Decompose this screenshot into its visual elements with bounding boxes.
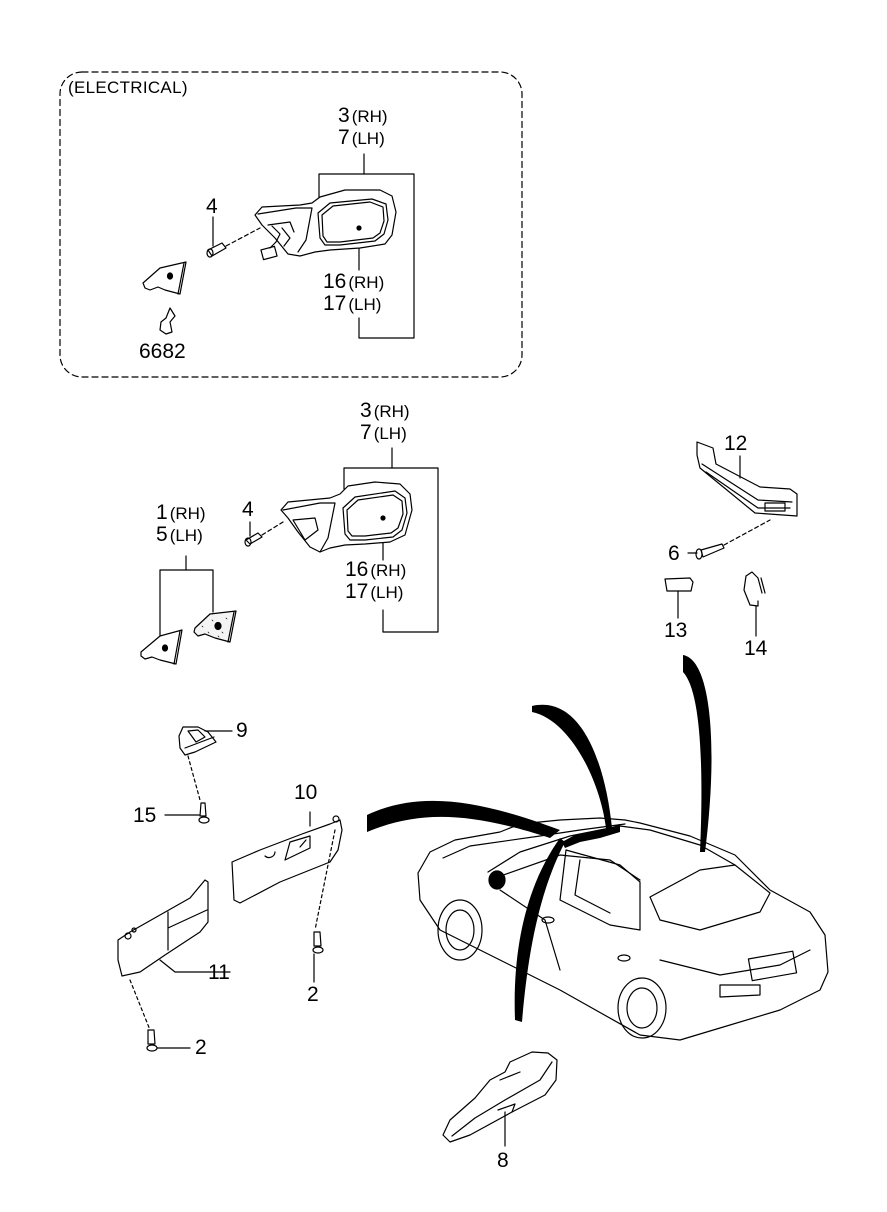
manual-mirror-screw[interactable]	[244, 521, 284, 547]
pointer-visor	[367, 800, 560, 838]
mirror-cover-lh[interactable]	[193, 610, 237, 643]
callout-holder-screw[interactable]: 15	[133, 804, 157, 827]
electrical-section-title: (ELECTRICAL)	[68, 78, 188, 97]
inside-rear-view-mirror[interactable]	[442, 1051, 558, 1147]
callout-side: (LH)	[169, 526, 203, 545]
visor-holder[interactable]	[178, 726, 233, 801]
electrical-section-frame	[59, 71, 523, 378]
callout-number: 7	[338, 126, 350, 149]
callout-number: 17	[345, 580, 369, 603]
location-pointers	[367, 655, 712, 1022]
callout-glass-lh[interactable]: 17(LH)	[345, 581, 403, 604]
callout-number: 5	[156, 523, 168, 546]
handle-screw[interactable]	[687, 519, 771, 560]
callout-number: 16	[345, 558, 369, 581]
pointer-handle	[683, 655, 712, 852]
callout-glass-lh[interactable]: 17(LH)	[323, 293, 381, 316]
callout-visor-screw-lh[interactable]: 2	[195, 1036, 207, 1059]
callout-handle-hook[interactable]: 14	[744, 637, 768, 660]
callout-visor-rh[interactable]: 10	[294, 781, 318, 804]
callout-number: 17	[323, 292, 347, 315]
electrical-mirror-cover[interactable]	[142, 261, 187, 295]
sun-visor-rh[interactable]	[231, 811, 343, 931]
electrical-mirror-screw[interactable]	[206, 216, 261, 258]
callout-mirror-rh[interactable]: 3(RH)	[360, 400, 410, 423]
callout-cover-rh[interactable]: 1(RH)	[156, 502, 206, 525]
callout-side: (RH)	[348, 273, 385, 292]
visor-screw-lh[interactable]	[146, 1029, 191, 1052]
callout-glass-rh[interactable]: 16(RH)	[323, 271, 384, 294]
electric-outside-mirror[interactable]	[254, 189, 397, 261]
callout-mirror-rh[interactable]: 3(RH)	[338, 105, 388, 128]
callout-handle-screw[interactable]: 6	[668, 542, 680, 565]
callout-side: (RH)	[370, 561, 407, 580]
callout-handle-cap[interactable]: 13	[664, 619, 688, 642]
callout-glass-rh[interactable]: 16(RH)	[345, 559, 406, 582]
callout-mirror-lh[interactable]: 7(LH)	[360, 422, 407, 445]
mirror-cover-rh[interactable]	[140, 629, 183, 665]
callout-assist-handle[interactable]: 12	[724, 432, 748, 455]
callout-mirror-lh[interactable]: 7(LH)	[338, 127, 385, 150]
callout-side: (LH)	[351, 129, 385, 148]
callout-side: (LH)	[348, 295, 382, 314]
callout-visor-lh[interactable]: 11	[208, 961, 230, 984]
callout-side: (RH)	[351, 107, 388, 126]
visor-screw-rh[interactable]	[312, 931, 324, 983]
manual-outside-mirror[interactable]	[280, 481, 413, 553]
callout-screw[interactable]: 4	[242, 498, 254, 521]
handle-hook[interactable]	[743, 571, 766, 637]
vehicle-overview[interactable]	[417, 817, 829, 1041]
roof-part-marks	[562, 824, 620, 848]
callout-side: (LH)	[373, 424, 407, 443]
assist-handle[interactable]	[696, 441, 798, 517]
cover-bracket	[159, 555, 214, 639]
callout-cover-ref[interactable]: 6682	[139, 340, 186, 363]
callout-side: (LH)	[370, 583, 404, 602]
callout-visor-screw-rh[interactable]: 2	[307, 983, 319, 1006]
callout-side: (RH)	[373, 402, 410, 421]
callout-cover-lh[interactable]: 5(LH)	[156, 524, 203, 547]
callout-visor-holder[interactable]: 9	[236, 719, 248, 742]
callout-side: (RH)	[169, 504, 206, 523]
callout-number: 16	[323, 270, 347, 293]
pointer-mirror	[532, 704, 612, 828]
callout-number: 3	[360, 399, 372, 422]
handle-cap[interactable]	[664, 577, 694, 619]
callout-number: 1	[156, 501, 168, 524]
callout-inside-mirror[interactable]: 8	[497, 1149, 509, 1172]
callout-number: 7	[360, 421, 372, 444]
callout-screw[interactable]: 4	[206, 195, 218, 218]
sun-visor-lh[interactable]	[117, 879, 231, 1031]
cover-reference-glyph	[159, 307, 176, 335]
callout-number: 3	[338, 104, 350, 127]
pointer-inside-mirror	[514, 838, 565, 1022]
holder-screw[interactable]	[164, 802, 210, 824]
